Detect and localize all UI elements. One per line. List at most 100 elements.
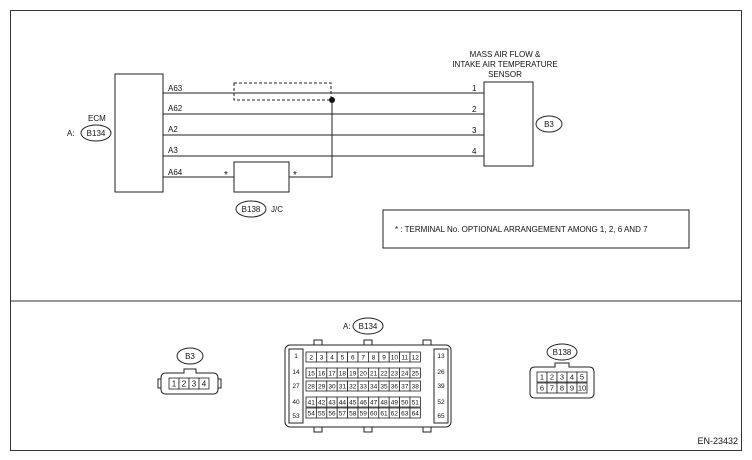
sensor-connector-badge [535, 115, 563, 133]
b138-pin-4-label: 4 [570, 373, 574, 382]
ecm-pin-a64: A64 [168, 168, 183, 177]
b134-pin-48-label: 48 [380, 399, 388, 406]
b134-pin-43-label: 43 [328, 399, 336, 406]
b134-pin-61-label: 61 [380, 410, 388, 417]
b134-pin-22-label: 22 [380, 370, 388, 377]
ecm-connector-badge [80, 124, 112, 142]
wires [163, 92, 484, 178]
b134-pin-57-label: 57 [339, 410, 347, 417]
b134-pin-12-cell [409, 351, 421, 363]
b134-pin-18-label: 18 [339, 370, 347, 377]
b134-pin-33-label: 33 [360, 383, 368, 390]
b134-pin-64-cell [409, 407, 421, 419]
ecm-pin-a2: A2 [168, 125, 178, 134]
b134-key-bottom-2 [363, 426, 373, 433]
b134-pin-36-label: 36 [391, 383, 399, 390]
b3-pin-4-cell [198, 377, 210, 390]
b3-pin-3-label: 3 [192, 379, 197, 388]
b134-pin-3-label: 3 [320, 354, 324, 361]
note-text: * : TERMINAL No. OPTIONAL ARRANGEMENT AM… [395, 225, 648, 234]
b134-pin-23-label: 23 [391, 370, 399, 377]
b134-pin-55-label: 55 [318, 410, 326, 417]
b134-pin-31-label: 31 [339, 383, 347, 390]
b134-pin-12-label: 12 [412, 354, 420, 361]
ecm-pin-a63: A63 [168, 84, 183, 93]
b134-pin-25-label: 25 [412, 370, 420, 377]
b3-pin-4-label: 4 [202, 379, 207, 388]
b134-key-bottom-1 [313, 426, 323, 433]
ecm-block: ECM A: B134 A63 A62 A2 A3 A64 [67, 73, 183, 193]
b134-pin-58-label: 58 [349, 410, 357, 417]
b134-pin-37-label: 37 [401, 383, 409, 390]
b134-pin-28-label: 28 [308, 383, 316, 390]
b134-pin-41-label: 41 [308, 399, 316, 406]
b134-pin-64-label: 64 [412, 410, 420, 417]
b134-prefix: A: [343, 322, 351, 331]
b134-pin-46-label: 46 [360, 399, 368, 406]
b134-right-column [433, 348, 449, 424]
b134-key-bottom-3 [422, 426, 432, 433]
b134-key-top-2 [363, 339, 373, 346]
b134-pin-63-label: 63 [401, 410, 409, 417]
junction-connector-code: B138 [242, 205, 261, 214]
b134-pin-9-label: 9 [382, 354, 386, 361]
b134-pin-29-label: 29 [318, 383, 326, 390]
wire-a64 [163, 100, 333, 178]
b138-pin-8-label: 8 [560, 384, 564, 393]
b3-pin-2-label: 2 [182, 379, 187, 388]
b134-pin-10-label: 10 [391, 354, 399, 361]
b134-key-top-1 [313, 339, 323, 346]
b138-pin-3-label: 3 [560, 373, 564, 382]
ecm-connector-code: B134 [87, 129, 106, 138]
junction-label: J/C [271, 205, 283, 214]
b134-pin-24-label: 24 [401, 370, 409, 377]
b134-pin-30-label: 30 [328, 383, 336, 390]
b134-pin-39-label: 39 [437, 383, 445, 390]
b134-pin-45-label: 45 [349, 399, 357, 406]
b134-pin-53-label: 53 [292, 413, 300, 420]
b134-pin-8-label: 8 [372, 354, 376, 361]
b134-badge [352, 317, 384, 335]
b134-pin-54-label: 54 [308, 410, 316, 417]
diagram-frame [10, 10, 742, 451]
b134-pin-52-label: 52 [437, 399, 445, 406]
b138-pin-2-label: 2 [550, 373, 554, 382]
sensor-name-line-3: SENSOR [488, 70, 522, 79]
b134-pin-13-label: 13 [437, 353, 445, 360]
b134-pin-19-label: 19 [349, 370, 357, 377]
b138-pin-10-cell [576, 382, 588, 394]
b134-pin-32-label: 32 [349, 383, 357, 390]
note-box [382, 209, 690, 249]
b134-pin-62-label: 62 [391, 410, 399, 417]
b138-code: B138 [553, 348, 572, 357]
junction-block: * * B138 J/C [224, 161, 297, 218]
b134-key-top-3 [422, 339, 432, 346]
b134-pin-4-label: 4 [330, 354, 334, 361]
figure-id: EN-23432 [697, 436, 738, 446]
junction-box [233, 161, 290, 193]
b134-left-column [288, 348, 304, 424]
sensor-name-line-2: INTAKE AIR TEMPERATURE [452, 60, 557, 69]
b134-pin-51-cell [409, 396, 421, 408]
sensor-pin-1: 1 [472, 84, 477, 93]
sensor-pin-4: 4 [472, 147, 477, 156]
ecm-pin-a62: A62 [168, 104, 183, 113]
b134-pin-5-label: 5 [341, 354, 345, 361]
b3-latch-left [157, 378, 162, 389]
b134-pin-44-label: 44 [339, 399, 347, 406]
b134-pin-20-label: 20 [360, 370, 368, 377]
b138-pin-5-cell [576, 371, 588, 383]
b134-pin-21-label: 21 [370, 370, 378, 377]
b134-pin-49-label: 49 [391, 399, 399, 406]
b134-pin-15-label: 15 [308, 370, 316, 377]
b134-pin-42-label: 42 [318, 399, 326, 406]
b138-pin-7-label: 7 [550, 384, 554, 393]
b134-pin-27-label: 27 [292, 383, 300, 390]
ecm-pin-a3: A3 [168, 146, 178, 155]
b134-pin-60-label: 60 [370, 410, 378, 417]
